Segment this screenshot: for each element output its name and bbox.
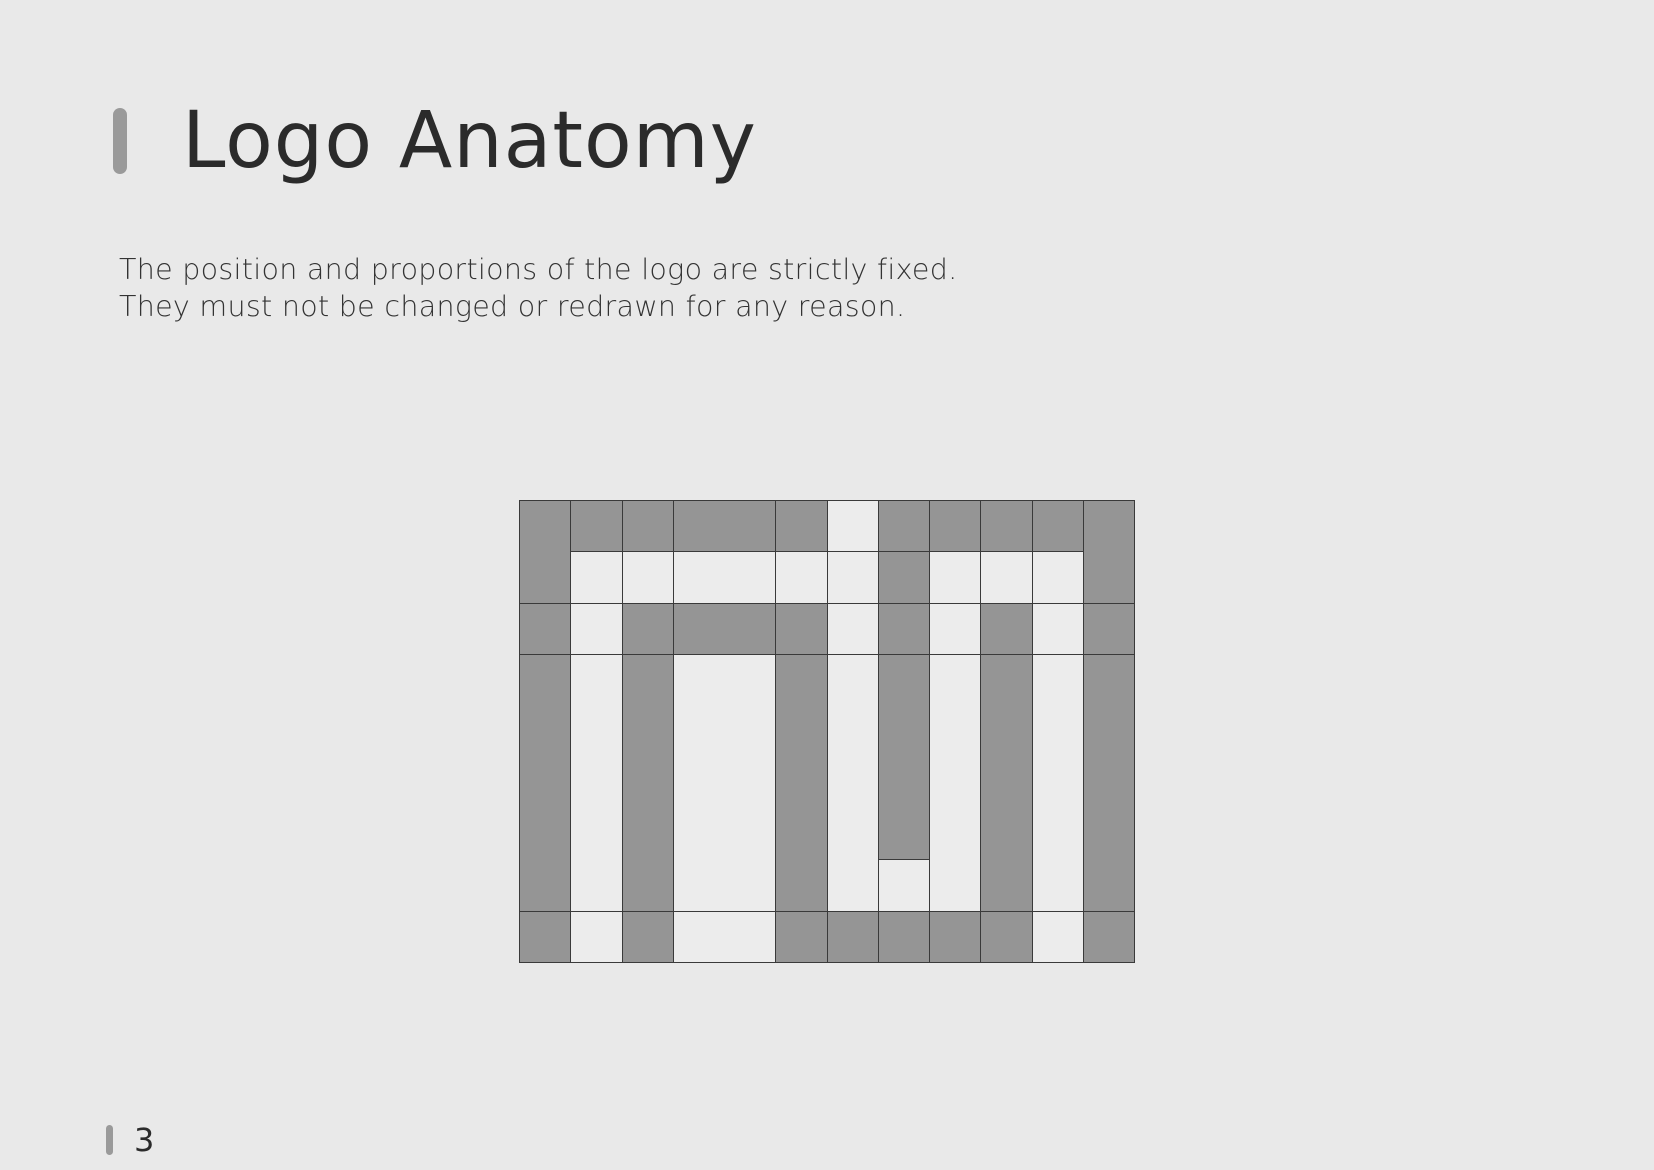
grid-cell-empty — [672, 654, 777, 912]
grid-cell-empty — [826, 500, 879, 553]
grid-cell-filled — [775, 602, 828, 655]
grid-cell-empty — [672, 551, 777, 604]
grid-cell-empty — [826, 654, 879, 912]
grid-cell-empty — [570, 654, 623, 912]
grid-cell-filled — [877, 910, 930, 963]
grid-cell-empty — [1031, 551, 1084, 604]
grid-cell-filled — [621, 654, 674, 912]
page-title: Logo Anatomy — [182, 96, 757, 186]
grid-cell-empty — [570, 910, 623, 963]
grid-cell-empty — [929, 551, 982, 604]
grid-cell-empty — [570, 602, 623, 655]
grid-cell-filled — [570, 500, 623, 553]
grid-cell-filled — [877, 602, 930, 655]
grid-cell-empty — [877, 859, 930, 912]
grid-cell-filled — [1082, 654, 1135, 912]
grid-cell-filled — [519, 910, 572, 963]
grid-cell-filled — [672, 500, 777, 553]
grid-cell-empty — [775, 551, 828, 604]
grid-cell-filled — [877, 654, 930, 861]
grid-cell-filled — [929, 910, 982, 963]
grid-cell-filled — [877, 551, 930, 604]
page-number: 3 — [134, 1121, 155, 1159]
grid-cell-empty — [1031, 654, 1084, 912]
grid-cell-filled — [1082, 910, 1135, 963]
grid-cell-filled — [980, 654, 1033, 912]
grid-cell-filled — [672, 602, 777, 655]
grid-cell-filled — [1082, 602, 1135, 655]
grid-cell-filled — [621, 602, 674, 655]
grid-cell-filled — [621, 500, 674, 553]
logo-anatomy-grid — [519, 500, 1135, 963]
grid-cell-empty — [826, 551, 879, 604]
grid-cell-filled — [775, 910, 828, 963]
grid-cell-filled — [877, 500, 930, 553]
grid-cell-empty — [1031, 910, 1084, 963]
intro-line-2: They must not be changed or redrawn for … — [119, 290, 906, 323]
grid-cell-filled — [1082, 500, 1135, 604]
grid-cell-filled — [621, 910, 674, 963]
grid-cell-filled — [519, 500, 572, 604]
grid-cell-filled — [929, 500, 982, 553]
title-accent-bar — [113, 108, 127, 174]
intro-paragraph: The position and proportions of the logo… — [119, 251, 958, 325]
grid-cell-filled — [826, 910, 879, 963]
grid-cell-empty — [621, 551, 674, 604]
grid-cell-empty — [672, 910, 777, 963]
grid-cell-empty — [826, 602, 879, 655]
grid-cell-empty — [929, 654, 982, 912]
grid-cell-filled — [980, 910, 1033, 963]
grid-cell-filled — [980, 500, 1033, 553]
footer-accent-bar — [106, 1125, 113, 1155]
grid-cell-filled — [980, 602, 1033, 655]
grid-cell-empty — [929, 602, 982, 655]
grid-cell-empty — [570, 551, 623, 604]
grid-cell-empty — [1031, 602, 1084, 655]
grid-cell-filled — [519, 602, 572, 655]
grid-cell-filled — [1031, 500, 1084, 553]
intro-line-1: The position and proportions of the logo… — [119, 253, 958, 286]
grid-cell-filled — [775, 654, 828, 912]
grid-cell-filled — [519, 654, 572, 912]
grid-cell-empty — [980, 551, 1033, 604]
grid-cell-filled — [775, 500, 828, 553]
